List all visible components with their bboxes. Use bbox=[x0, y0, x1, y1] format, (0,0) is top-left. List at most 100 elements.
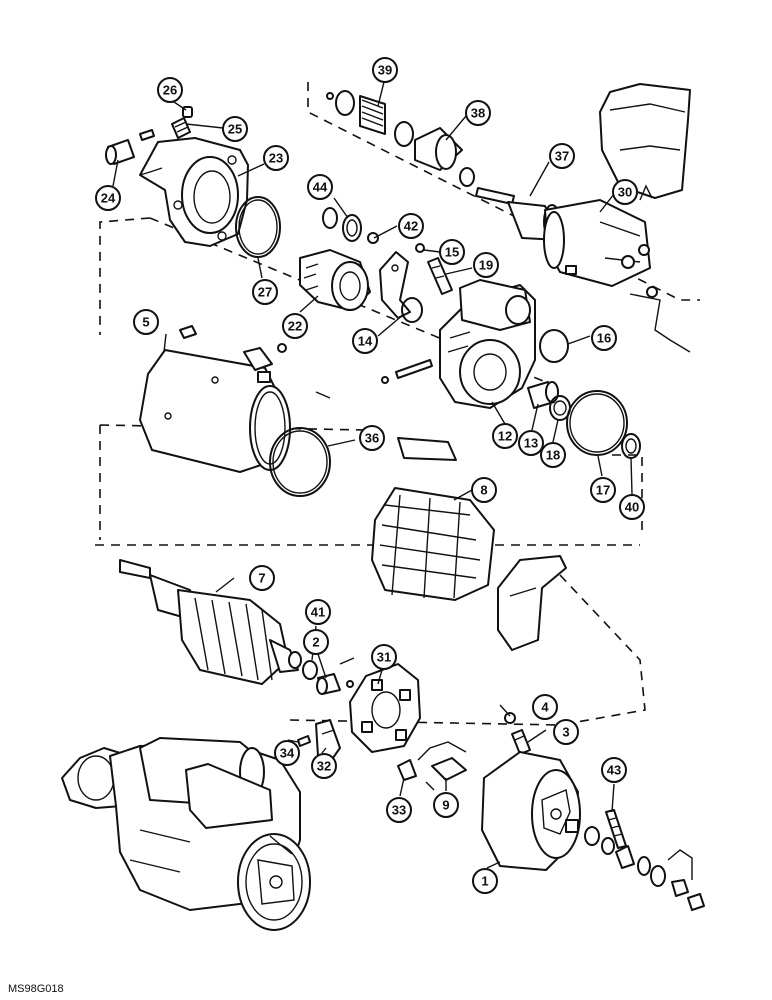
callout-23: 23 bbox=[263, 145, 289, 171]
svg-text:33: 33 bbox=[392, 803, 406, 818]
part-7-armature bbox=[119, 559, 302, 685]
svg-text:34: 34 bbox=[280, 746, 295, 761]
part-42-nut bbox=[367, 232, 379, 244]
svg-text:26: 26 bbox=[163, 83, 177, 98]
callout-8: 8 bbox=[471, 477, 497, 503]
callout-41: 41 bbox=[305, 599, 331, 625]
svg-text:3: 3 bbox=[562, 725, 569, 740]
callout-18: 18 bbox=[540, 442, 566, 468]
part-13-bushing bbox=[527, 381, 559, 409]
callout-17: 17 bbox=[590, 477, 616, 503]
svg-text:7: 7 bbox=[258, 571, 265, 586]
svg-text:27: 27 bbox=[258, 285, 272, 300]
part-30-cover bbox=[599, 83, 691, 201]
callout-32: 32 bbox=[311, 753, 337, 779]
svg-text:32: 32 bbox=[317, 759, 331, 774]
svg-text:12: 12 bbox=[498, 429, 512, 444]
callout-27: 27 bbox=[252, 279, 278, 305]
part-8-strap bbox=[497, 555, 567, 651]
part-36-o-ring bbox=[269, 427, 331, 497]
svg-text:31: 31 bbox=[377, 650, 391, 665]
part-41-washer bbox=[302, 660, 318, 680]
callout-25: 25 bbox=[222, 116, 248, 142]
svg-text:40: 40 bbox=[625, 500, 639, 515]
part-9-brush-lead-spring bbox=[417, 741, 467, 791]
callout-2: 2 bbox=[303, 629, 329, 655]
svg-text:9: 9 bbox=[442, 798, 449, 813]
assembled-starter-view bbox=[61, 737, 311, 931]
callout-37: 37 bbox=[549, 143, 575, 169]
group-outline-solenoid bbox=[307, 82, 700, 301]
callout-22: 22 bbox=[282, 313, 308, 339]
svg-text:13: 13 bbox=[524, 436, 538, 451]
group-outline-armature bbox=[289, 574, 646, 726]
svg-text:39: 39 bbox=[378, 63, 392, 78]
callout-15: 15 bbox=[439, 239, 465, 265]
part-32-brush-spring bbox=[315, 719, 341, 763]
svg-text:4: 4 bbox=[541, 700, 549, 715]
part-39-spring-assembly bbox=[326, 90, 414, 147]
part-16-o-ring bbox=[539, 329, 569, 363]
svg-text:1: 1 bbox=[481, 874, 488, 889]
svg-text:19: 19 bbox=[479, 258, 493, 273]
callout-34: 34 bbox=[274, 740, 300, 766]
part-3-screw bbox=[511, 729, 531, 755]
callout-4: 4 bbox=[532, 694, 558, 720]
part-17-o-ring bbox=[566, 390, 628, 456]
callout-12: 12 bbox=[492, 423, 518, 449]
part-15-bushing bbox=[415, 243, 425, 253]
part-23-drive-end-housing bbox=[139, 137, 249, 247]
part-1-commutator-end-cover bbox=[481, 751, 581, 871]
callout-33: 33 bbox=[386, 797, 412, 823]
part-33-brush bbox=[397, 759, 417, 781]
figure-code: MS98G018 bbox=[8, 983, 64, 995]
part-5-field-frame bbox=[139, 325, 331, 473]
svg-text:17: 17 bbox=[596, 483, 610, 498]
svg-text:2: 2 bbox=[312, 635, 319, 650]
callout-40: 40 bbox=[619, 494, 645, 520]
part-terminal-hardware bbox=[584, 826, 705, 911]
part-2-bushing bbox=[316, 657, 355, 695]
callout-26: 26 bbox=[157, 77, 183, 103]
svg-text:5: 5 bbox=[142, 315, 149, 330]
callout-9: 9 bbox=[433, 792, 459, 818]
svg-text:23: 23 bbox=[269, 151, 283, 166]
svg-text:8: 8 bbox=[480, 483, 487, 498]
part-14-shift-lever bbox=[379, 251, 423, 323]
part-25-screw bbox=[139, 117, 191, 141]
svg-text:22: 22 bbox=[288, 319, 302, 334]
callout-19: 19 bbox=[473, 252, 499, 278]
svg-text:38: 38 bbox=[471, 106, 485, 121]
callout-16: 16 bbox=[591, 325, 617, 351]
callout-36: 36 bbox=[359, 425, 385, 451]
part-38-plunger bbox=[414, 127, 475, 187]
callout-43: 43 bbox=[601, 757, 627, 783]
part-24-bushing bbox=[105, 139, 135, 165]
callout-39: 39 bbox=[372, 57, 398, 83]
part-31-brush-holder bbox=[346, 663, 421, 753]
part-12-drive-housing bbox=[381, 279, 536, 409]
callout-7: 7 bbox=[249, 565, 275, 591]
callout-44: 44 bbox=[307, 174, 333, 200]
callout-1: 1 bbox=[472, 868, 498, 894]
svg-text:41: 41 bbox=[311, 605, 325, 620]
callout-13: 13 bbox=[518, 430, 544, 456]
part-44-washers bbox=[322, 207, 362, 242]
svg-text:15: 15 bbox=[445, 245, 459, 260]
svg-text:18: 18 bbox=[546, 448, 560, 463]
svg-text:25: 25 bbox=[228, 122, 242, 137]
callout-5: 5 bbox=[133, 309, 159, 335]
part-34-screw bbox=[297, 735, 311, 747]
svg-text:37: 37 bbox=[555, 149, 569, 164]
callout-30: 30 bbox=[612, 179, 638, 205]
part-8-field-coil-assembly bbox=[371, 437, 495, 601]
part-4-plug bbox=[504, 712, 516, 724]
callout-42: 42 bbox=[398, 213, 424, 239]
callout-14: 14 bbox=[352, 328, 378, 354]
callout-3: 3 bbox=[553, 719, 579, 745]
callout-31: 31 bbox=[371, 644, 397, 670]
part-19-pin bbox=[427, 257, 453, 295]
svg-text:43: 43 bbox=[607, 763, 621, 778]
svg-text:42: 42 bbox=[404, 219, 418, 234]
